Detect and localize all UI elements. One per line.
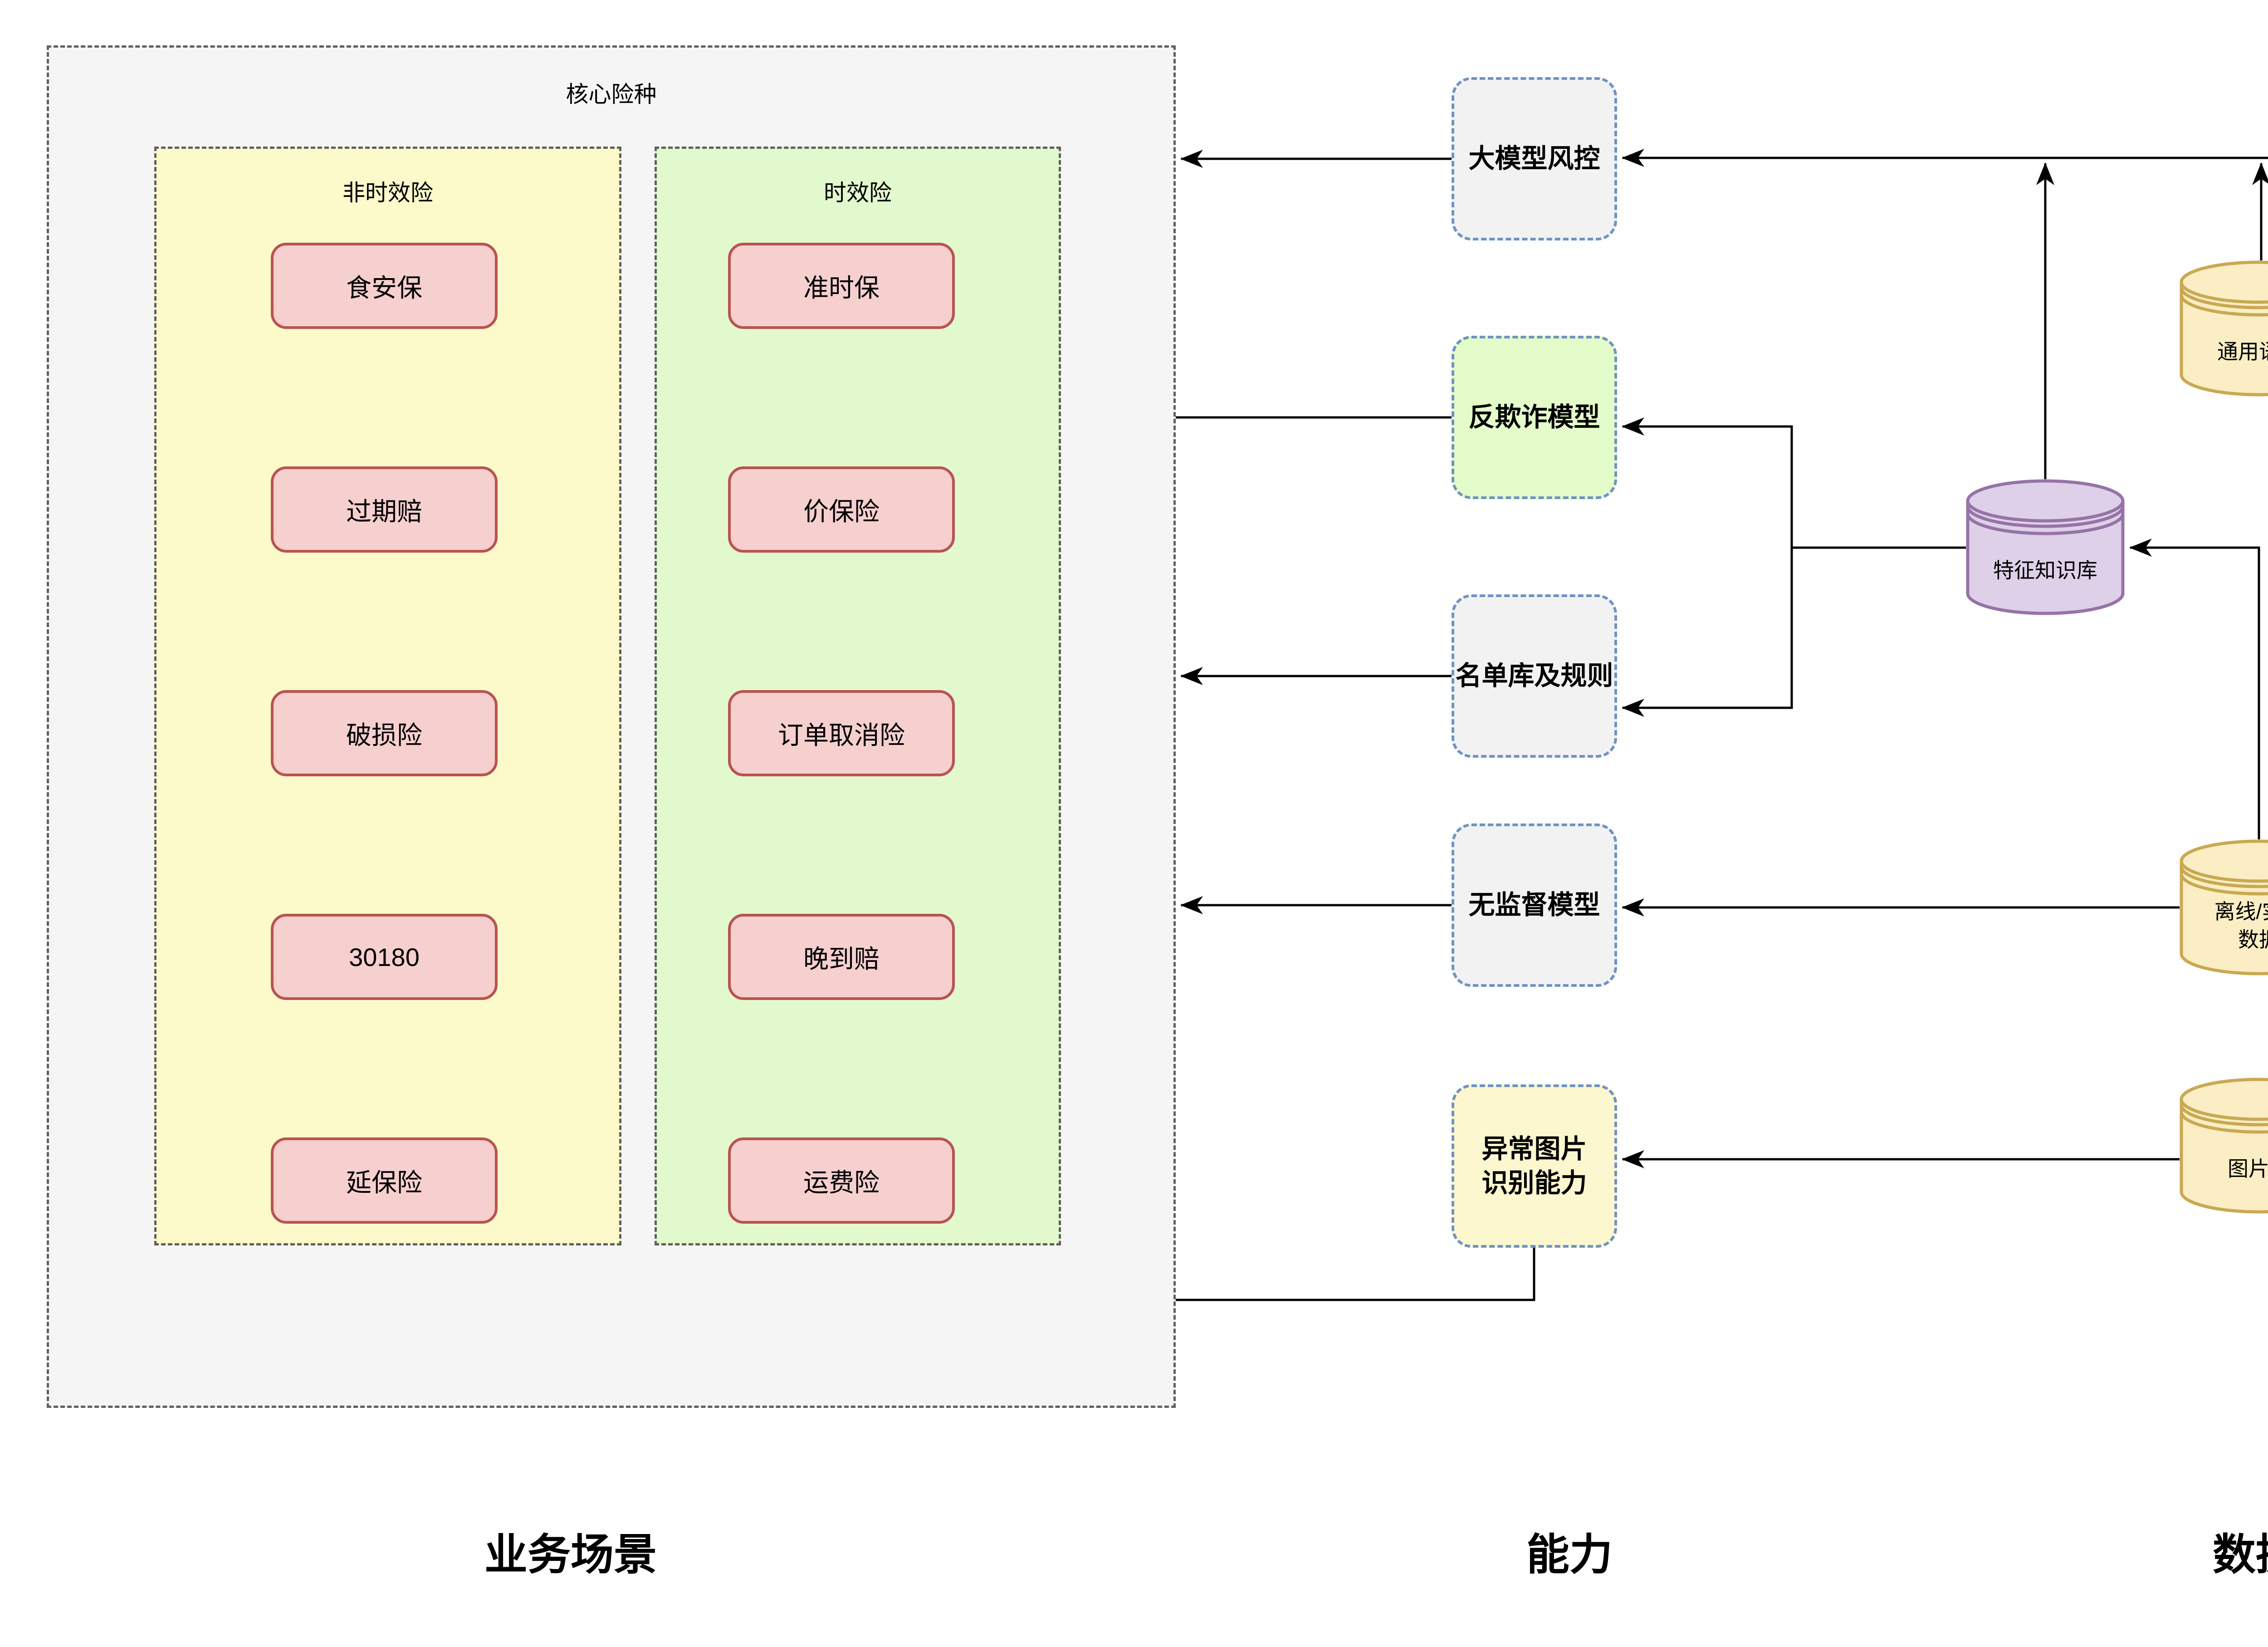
section-label-business-scene: 业务场景 [484,1531,657,1579]
section-label-data: 数据 [2212,1531,2268,1579]
capability-llm-risk-control: 大模型风控 [1452,77,1617,240]
database-icon [2180,260,2268,397]
core-insurance-title: 核心险种 [566,82,657,107]
arrow-offline-data-to-feature-kb [2129,539,2260,839]
capability-abnormal-image-recognition: 异常图片 识别能力 [1452,1084,1617,1248]
insurance-item: 食安保 [271,243,498,329]
insurance-item: 运费险 [728,1137,955,1224]
capability-anti-fraud-model: 反欺诈模型 [1452,336,1617,499]
database-icon [2180,839,2268,975]
database-icon [1966,479,2125,615]
capability-unsupervised-model: 无监督模型 [1452,824,1617,987]
arrow-feature-kb-to-list-rules [1622,548,1793,717]
insurance-item: 破损险 [271,690,498,776]
datastore-image-library: 图片库 [2180,1078,2268,1214]
insurance-item: 30180 [271,914,498,1000]
arrow-feature-kb-to-anti-fraud [1622,417,1966,549]
database-icon [2180,1078,2268,1214]
datastore-label: 特征知识库 [1993,559,2097,582]
column-time-title: 时效险 [824,180,892,206]
insurance-item: 过期赔 [271,466,498,553]
datastore-label: 离线/实时 数据 [2214,900,2268,952]
insurance-item: 延保险 [271,1137,498,1224]
datastore-feature-knowledge-base: 特征知识库 [1966,479,2125,615]
datastore-offline-realtime-data: 离线/实时 数据 [2180,839,2268,975]
insurance-item: 价保险 [728,466,955,553]
datastore-label: 图片库 [2228,1157,2268,1181]
section-label-capability: 能力 [1526,1531,1613,1579]
insurance-item: 订单取消险 [728,690,955,776]
datastore-label: 通用语料 [2217,340,2268,363]
datastore-general-corpus: 通用语料 [2180,260,2268,397]
insurance-item: 准时保 [728,243,955,329]
arrow-image-library-to-llm-risk [1622,149,2268,167]
insurance-item: 晚到赔 [728,914,955,1000]
capability-list-and-rules: 名单库及规则 [1452,594,1617,758]
column-non-time-title: 非时效险 [342,180,433,206]
